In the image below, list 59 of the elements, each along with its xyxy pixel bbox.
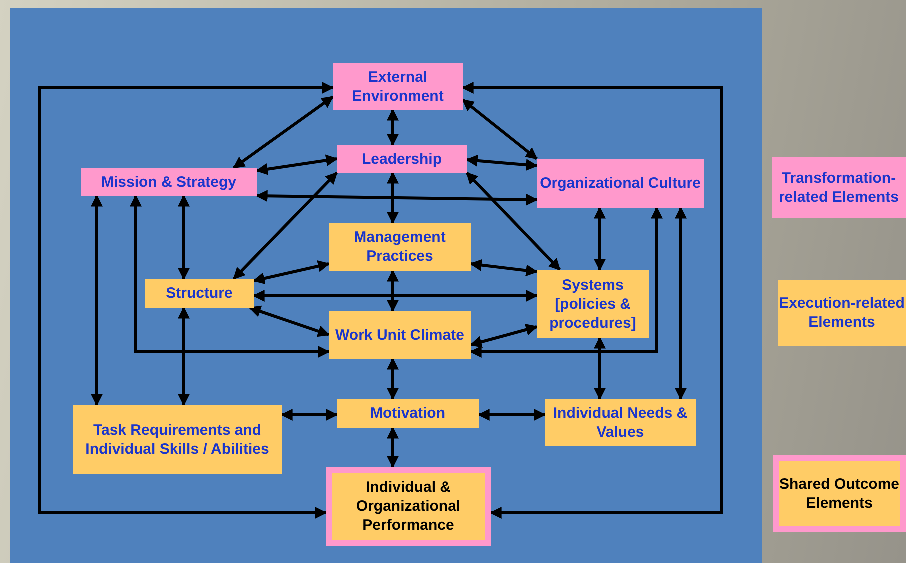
element-box (337, 399, 479, 428)
arrow (248, 306, 330, 338)
arrow (387, 358, 399, 400)
arrow (387, 270, 399, 312)
element-label: Individual & Organizational Performance (355, 478, 462, 535)
element-label: External Environment (351, 68, 445, 106)
element-label: Structure (166, 284, 233, 303)
arrow (675, 206, 687, 400)
element-box (537, 270, 649, 338)
arrow (470, 259, 538, 277)
arrow (252, 260, 330, 284)
element-label: Motivation (370, 404, 446, 423)
element-box (333, 63, 463, 110)
arrow (470, 324, 538, 348)
arrow (594, 336, 606, 400)
arrow (280, 409, 338, 421)
arrow (466, 154, 538, 172)
element-box (537, 159, 704, 208)
arrow (462, 98, 538, 160)
element-label: Task Requirements and Individual Skills / Abilities (84, 420, 270, 458)
element-box (773, 455, 906, 532)
element-label: Work Unit Climate (336, 326, 464, 344)
arrow (38, 82, 334, 519)
element-label: Execution-related Elements (778, 294, 906, 332)
arrow (478, 409, 546, 421)
element-label: Transformation-related Elements (778, 168, 900, 206)
element-label: Shared Outcome Elements (779, 474, 900, 512)
element-box (326, 467, 491, 546)
element-box (337, 145, 467, 173)
arrow (256, 154, 338, 176)
arrow (130, 194, 330, 358)
arrow (466, 172, 562, 272)
arrow (252, 290, 538, 302)
arrow (470, 206, 663, 358)
element-box (545, 399, 696, 446)
arrow (256, 190, 538, 206)
element-label: Systems [policies & procedures] (548, 276, 638, 332)
element-box (73, 405, 282, 474)
arrow (387, 426, 399, 468)
element-box (145, 279, 254, 308)
arrow (232, 172, 338, 280)
arrow (178, 194, 190, 280)
element-label: Mission & Strategy (101, 172, 237, 192)
element-box (778, 280, 906, 346)
element-box (329, 311, 471, 359)
element-label: Leadership (362, 150, 442, 168)
element-box (81, 168, 257, 196)
element-label: Management Practices (353, 228, 447, 266)
arrow (233, 96, 334, 170)
arrow (462, 82, 724, 519)
arrow (387, 108, 399, 146)
arrow (178, 306, 190, 406)
arrow (594, 206, 606, 272)
element-label: Organizational Culture (540, 174, 701, 193)
arrow (387, 172, 399, 224)
element-box (329, 223, 471, 271)
arrow (91, 194, 103, 406)
element-label: Individual Needs & Values (552, 404, 689, 442)
element-box (772, 157, 906, 218)
